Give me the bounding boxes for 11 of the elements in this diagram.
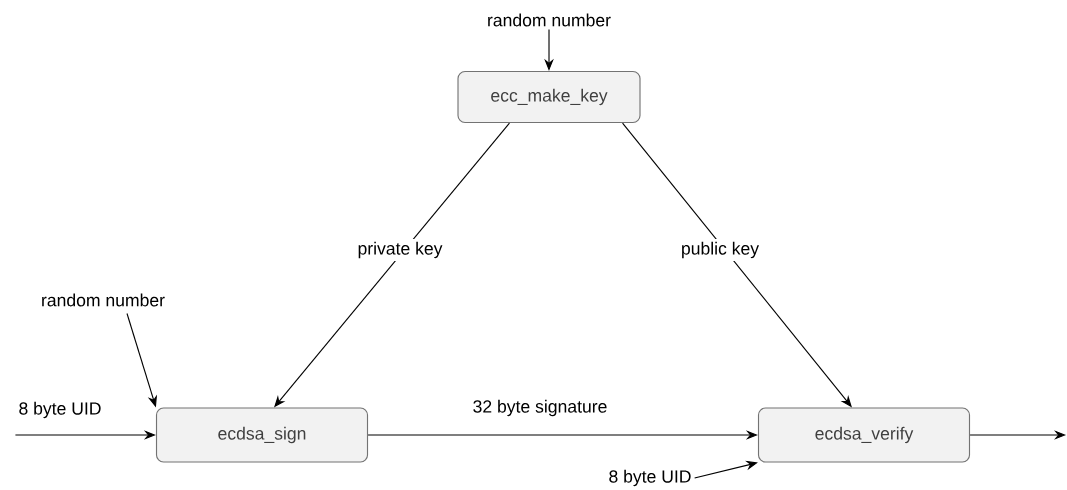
edge-label: public key <box>678 239 762 261</box>
input-label: random number <box>42 293 165 307</box>
process-box: ecc_make_key <box>457 70 641 124</box>
arrow <box>694 460 758 479</box>
process-box: ecdsa_sign <box>155 407 369 463</box>
edge-label: 32 byte signature <box>469 397 611 419</box>
input-label: 8 byte UID <box>19 401 101 419</box>
process-box: ecdsa_verify <box>757 407 971 463</box>
input-label: 8 byte UID <box>609 469 691 487</box>
input-label: random number <box>488 13 611 27</box>
edge-label: private key <box>354 239 446 261</box>
